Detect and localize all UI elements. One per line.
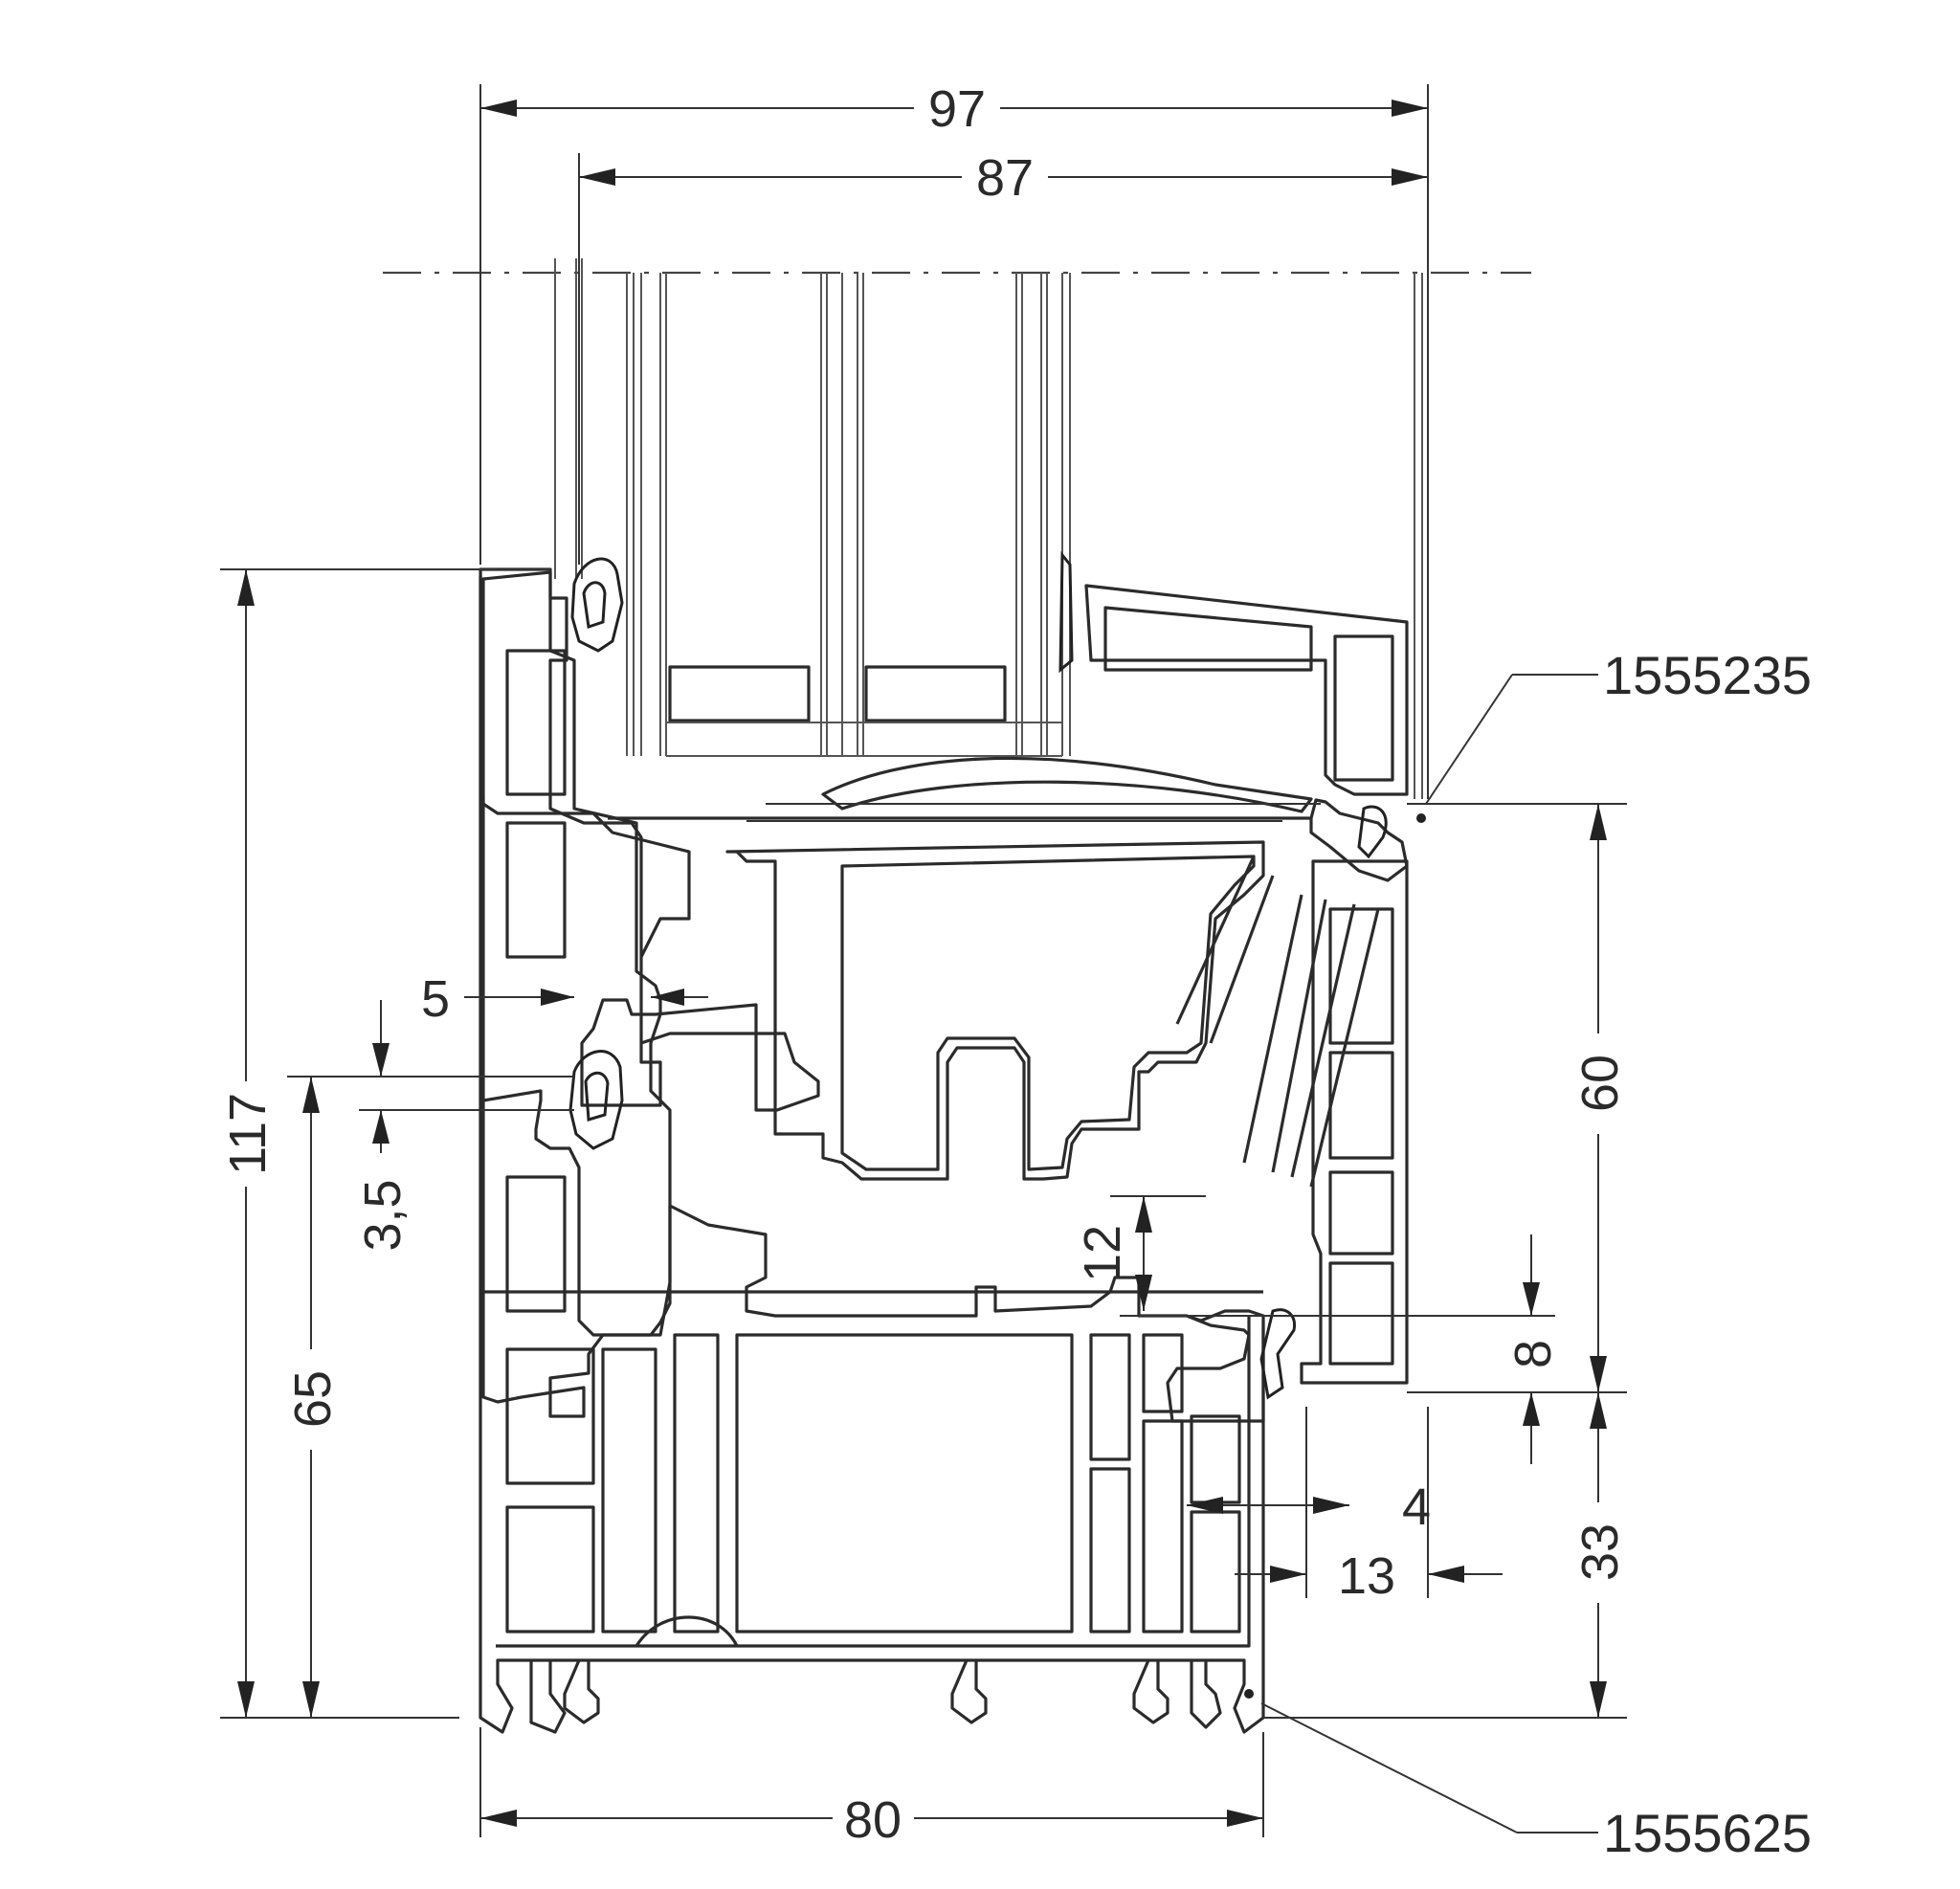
dim-4: 4 (1402, 1478, 1431, 1536)
dim-13: 13 (1338, 1547, 1395, 1605)
dim-gap-5: 5 (421, 970, 450, 1028)
ref-glazing-bead: 1555235 (1603, 645, 1812, 705)
dim-height-60: 60 (1571, 1055, 1629, 1112)
dim-frame-width: 80 (844, 1791, 902, 1849)
gaskets (568, 550, 1388, 1400)
dimension-lines (220, 84, 1627, 1837)
ref-frame: 1555625 (1603, 1803, 1812, 1863)
dim-height-8: 8 (1504, 1340, 1562, 1368)
dim-gasket-offset: 3,5 (354, 1179, 412, 1251)
frame-profile (479, 570, 1409, 1734)
dim-frame-height: 65 (284, 1370, 342, 1428)
dim-overall-height: 117 (219, 1093, 277, 1175)
sash-profile (479, 567, 1409, 1181)
dim-height-33: 33 (1571, 1523, 1629, 1581)
dim-height-12: 12 (1074, 1225, 1131, 1282)
dim-sash-width: 87 (976, 149, 1034, 207)
dim-overall-width: 97 (928, 80, 986, 138)
glazing-unit (554, 258, 1423, 799)
